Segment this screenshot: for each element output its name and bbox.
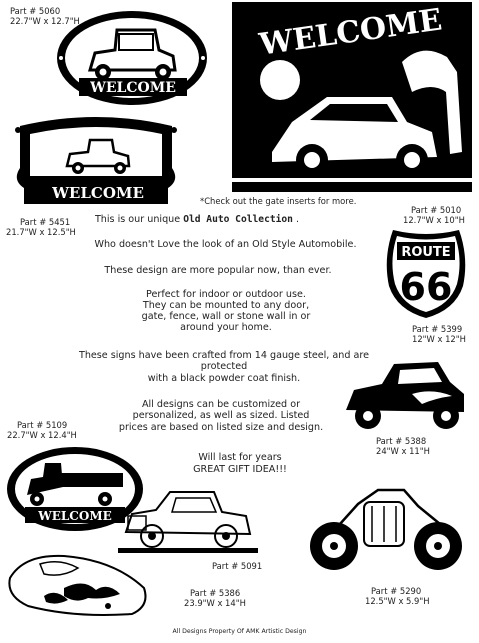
intro-suffix: . bbox=[292, 214, 300, 225]
part-5399-label: Part # 5399 12"W x 12"H bbox=[412, 324, 466, 344]
part-5060-label: Part # 5060 22.7"W x 12.7"H bbox=[10, 6, 80, 26]
sign-5010-image: WELCOME bbox=[232, 2, 472, 192]
paragraph-love: Who doesn't Love the look of an Old Styl… bbox=[94, 239, 357, 250]
paragraph-indoor-1: Perfect for indoor or outdoor use. bbox=[146, 289, 306, 300]
car-5091-image bbox=[118, 491, 258, 553]
part-number: Part # 5388 bbox=[376, 436, 427, 446]
intro-line: This is our unique Old Auto Collection . bbox=[92, 214, 302, 226]
intro-prefix: This is our unique bbox=[94, 214, 184, 225]
part-5451-label: Part # 5451 21.7"W x 12.5"H bbox=[6, 217, 76, 237]
part-number: Part # 5109 bbox=[17, 420, 68, 430]
paragraph-last-2: GREAT GIFT IDEA!!! bbox=[193, 464, 287, 475]
part-5010-label: Part # 5010 12.7"W x 10"H bbox=[403, 205, 465, 225]
paragraph-indoor-3: gate, fence, wall or stone wall in or bbox=[141, 311, 311, 322]
footer-copyright: All Designs Property Of AMK Artistic Des… bbox=[172, 628, 307, 635]
part-size: 12.5"W x 5.9"H bbox=[365, 596, 430, 606]
sign-5109-image: WELCOME bbox=[7, 447, 143, 531]
paragraph-last-1: Will last for years bbox=[198, 452, 282, 463]
part-size: 12.7"W x 10"H bbox=[403, 215, 465, 225]
car-5386-image bbox=[8, 554, 147, 616]
paragraph-custom-1: All designs can be customized or bbox=[141, 399, 301, 410]
part-size: 22.7"W x 12.4"H bbox=[7, 430, 77, 440]
part-number: Part # 5060 bbox=[10, 6, 61, 16]
part-number: Part # 5010 bbox=[411, 205, 462, 215]
part-size: 23.9"W x 14"H bbox=[184, 598, 246, 608]
gate-note: *Check out the gate inserts for more. bbox=[200, 196, 357, 206]
sign-5399-image: ROUTE 66 bbox=[386, 230, 466, 318]
part-size: 24"W x 11"H bbox=[376, 446, 430, 456]
paragraph-custom-3: prices are based on listed size and desi… bbox=[118, 422, 324, 433]
part-number: Part # 5290 bbox=[371, 586, 422, 596]
paragraph-steel-1: These signs have been crafted from 14 ga… bbox=[78, 350, 370, 361]
paragraph-steel-3: with a black powder coat finish. bbox=[147, 373, 301, 384]
paragraph-popular: These design are more popular now, than … bbox=[104, 265, 332, 276]
car-5290-image bbox=[310, 488, 462, 570]
part-number: Part # 5399 bbox=[412, 324, 463, 334]
sign-5451-image: WELCOME bbox=[15, 117, 177, 204]
paragraph-custom-2: personalized, as well as sized. Listed bbox=[132, 410, 310, 421]
part-5290-label: Part # 5290 12.5"W x 5.9"H bbox=[365, 586, 430, 606]
part-number: Part # 5451 bbox=[20, 217, 71, 227]
car-5388-image bbox=[346, 362, 464, 429]
part-size: 21.7"W x 12.5"H bbox=[6, 227, 76, 237]
sign-5060-text: WELCOME bbox=[89, 80, 176, 96]
paragraph-indoor-2: They can be mounted to any door, bbox=[142, 300, 310, 311]
part-size: 12"W x 12"H bbox=[412, 334, 466, 344]
paragraph-indoor-4: around your home. bbox=[180, 322, 272, 333]
part-5388-label: Part # 5388 24"W x 11"H bbox=[376, 436, 430, 456]
sign-5451-text: WELCOME bbox=[51, 184, 144, 202]
part-5091-label: Part # 5091 bbox=[212, 561, 262, 571]
part-number: Part # 5386 bbox=[190, 588, 241, 598]
part-number: Part # 5091 bbox=[212, 561, 263, 571]
sign-5060-image: WELCOME bbox=[57, 11, 207, 105]
route-text: ROUTE bbox=[401, 245, 450, 260]
sign-5109-text: WELCOME bbox=[37, 509, 112, 523]
part-size: 22.7"W x 12.7"H bbox=[10, 16, 80, 26]
route-number: 66 bbox=[400, 265, 453, 309]
paragraph-steel-2: protected bbox=[200, 361, 248, 372]
part-5109-label: Part # 5109 22.7"W x 12.4"H bbox=[7, 420, 77, 440]
part-5386-label: Part # 5386 23.9"W x 14"H bbox=[184, 588, 246, 608]
intro-highlight: Old Auto Collection bbox=[183, 214, 293, 225]
